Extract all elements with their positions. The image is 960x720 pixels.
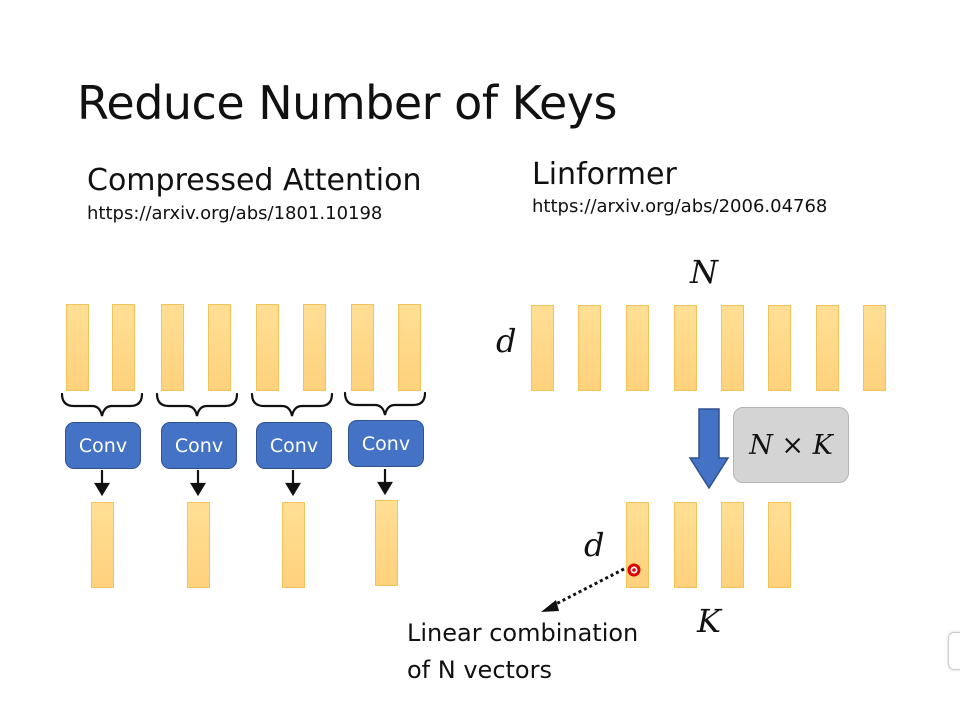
key-vector xyxy=(626,305,649,391)
d-label-bottom: d xyxy=(584,526,605,564)
side-panel-handle[interactable] xyxy=(948,632,960,670)
key-vector xyxy=(578,305,601,391)
key-vector xyxy=(531,305,554,391)
conv-box: Conv xyxy=(65,422,141,469)
key-vector xyxy=(161,304,184,391)
compressed-attention-heading: Compressed Attention xyxy=(87,163,422,198)
compressed-key-vector xyxy=(375,500,398,586)
key-vector xyxy=(112,304,135,391)
projection-arrow-icon xyxy=(688,408,730,490)
down-arrowhead xyxy=(190,482,206,497)
brace xyxy=(60,392,144,417)
key-vector xyxy=(816,305,839,391)
brace xyxy=(343,391,427,416)
key-vector xyxy=(398,304,421,391)
key-vector xyxy=(351,304,374,391)
projected-key-vector xyxy=(721,502,744,588)
down-arrowhead xyxy=(94,482,110,497)
key-vector xyxy=(208,304,231,391)
projected-key-vector xyxy=(768,502,791,588)
key-vector xyxy=(674,305,697,391)
key-vector xyxy=(303,304,326,391)
key-vector xyxy=(256,304,279,391)
compressed-key-vector xyxy=(282,502,305,588)
conv-box: Conv xyxy=(161,422,237,469)
compressed-attention-url[interactable]: https://arxiv.org/abs/1801.10198 xyxy=(87,203,383,224)
arrowhead xyxy=(541,600,559,612)
brace xyxy=(155,392,239,417)
down-arrowhead xyxy=(285,482,301,497)
linformer-url[interactable]: https://arxiv.org/abs/2006.04768 xyxy=(532,196,828,217)
key-vector xyxy=(768,305,791,391)
k-label: K xyxy=(697,602,721,640)
projection-matrix-box: N × K xyxy=(733,407,849,483)
annotation-line-1: Linear combination xyxy=(407,619,639,647)
slide-title: Reduce Number of Keys xyxy=(77,76,618,130)
conv-box: Conv xyxy=(348,420,424,467)
projected-key-vector xyxy=(674,502,697,588)
conv-box: Conv xyxy=(256,422,332,469)
brace xyxy=(250,392,334,417)
linformer-heading: Linformer xyxy=(532,157,677,192)
annotation-line-2: of N vectors xyxy=(407,656,552,684)
d-label-top: d xyxy=(496,322,517,360)
key-vector xyxy=(721,305,744,391)
matrix-label: N × K xyxy=(749,429,833,461)
key-vector xyxy=(863,305,886,391)
down-arrowhead xyxy=(377,481,393,496)
compressed-key-vector xyxy=(91,502,114,588)
n-label: N xyxy=(690,253,718,291)
key-vector xyxy=(66,304,89,391)
compressed-key-vector xyxy=(187,502,210,588)
